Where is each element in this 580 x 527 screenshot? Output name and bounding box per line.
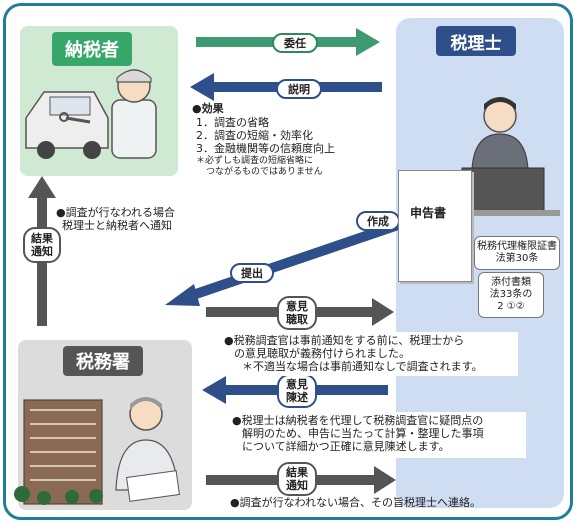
tax-return-document	[398, 170, 472, 282]
tax-return-title: 申告書	[410, 206, 447, 220]
hearing-line-1: ●税務調査官は事前通知をする前に、税理士から	[224, 334, 465, 347]
statement-line-1: ●税理士は納税者を代理して税務調査官に疑問点の	[232, 414, 484, 427]
power-of-attorney-box: 税務代理権限証書 法第30条	[474, 236, 560, 270]
result-notice-bottom-pill: 結果 通知	[277, 462, 317, 496]
attach-line-3: 2 ①②	[497, 301, 525, 312]
officer-icon	[115, 397, 180, 502]
opinion-statement-pill: 意見 陳述	[277, 374, 317, 408]
effects-footnote-2: つながるものではありません	[206, 167, 323, 177]
investigation-note-line-2: 税理士と納税者へ通知	[62, 219, 172, 232]
investigation-note-line-1: ●調査が行なわれる場合	[56, 206, 176, 219]
taxpayer-label: 納税者	[52, 32, 132, 66]
effects-heading: ●効果	[192, 102, 224, 115]
attachments-box: 添付書類 法33条の 2 ①②	[478, 272, 544, 318]
statement-note-box: ●税理士は納税者を代理して税務調査官に疑問点の 解明のため、申告に当たって計算・…	[226, 412, 526, 458]
effects-footnote-1: ＊必ずしも調査の短縮省略に	[196, 156, 314, 166]
effects-item-2: 2．調査の短縮・効率化	[196, 129, 313, 142]
cert-line-2: 法第30条	[495, 253, 539, 264]
attach-line-2: 法33条の	[489, 289, 533, 300]
building-icon	[14, 399, 103, 505]
no-investigation-note: ●調査が行なわれない場合、その旨税理士へ連絡。	[230, 496, 482, 509]
attach-line-1: 添付書類	[491, 277, 531, 288]
accountant-label: 税理士	[436, 26, 516, 56]
hearing-line-2: の意見聴取が義務付けられました。	[234, 347, 410, 360]
explanation-pill: 説明	[276, 79, 322, 99]
hearing-line-3: ＊不適当な場合は事前通知なしで調査されます。	[242, 360, 483, 373]
statement-line-2: 解明のため、申告に当たって計算・整理した事項	[242, 427, 484, 440]
effects-item-3: 3．金融機関等の信頼度向上	[196, 142, 335, 155]
statement-line-3: について詳細かつ正確に意見陳述します。	[242, 440, 450, 453]
accountant-icon	[461, 97, 560, 216]
delegation-pill: 委任	[272, 33, 318, 53]
mechanic-icon	[59, 69, 157, 159]
result-notice-left-pill: 結果 通知	[23, 227, 61, 263]
arrow-submission	[165, 220, 400, 306]
preparation-pill: 作成	[356, 211, 400, 231]
cert-line-1: 税務代理権限証書	[477, 241, 557, 252]
tax-office-label: 税務署	[63, 346, 143, 376]
car-icon	[25, 91, 109, 159]
hearing-note-box: ●税務調査官は事前通知をする前に、税理士から の意見聴取が義務付けられました。 …	[218, 332, 518, 376]
effects-item-1: 1．調査の省略	[196, 116, 269, 129]
opinion-hearing-pill: 意見 聴取	[277, 296, 317, 330]
submission-pill: 提出	[230, 263, 274, 283]
